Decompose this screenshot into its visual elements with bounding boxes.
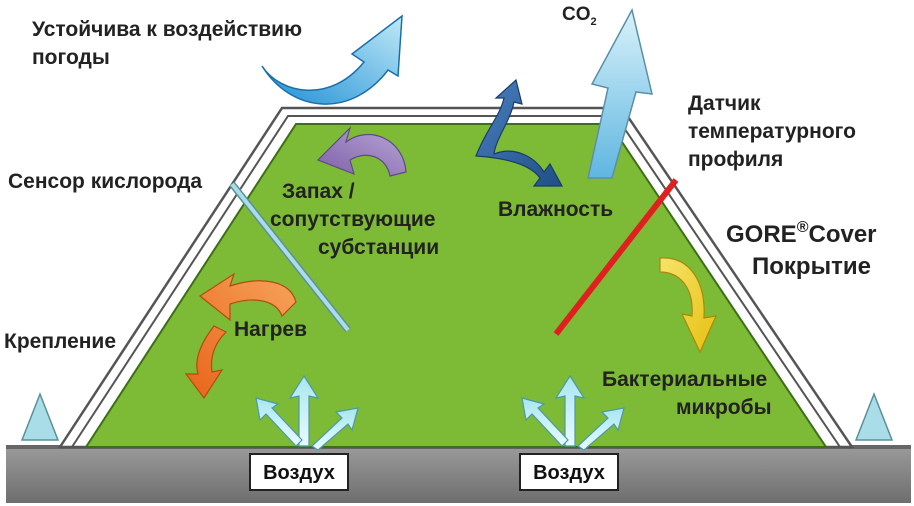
moisture-arrow [475,78,564,187]
weather-label-line1: Устойчива к воздействию [32,18,302,41]
odor-label-line2: сопутствующие [270,208,435,231]
air-arrows-right [521,374,625,451]
anchor-label: Крепление [4,330,116,353]
gore-cover-inner-line [71,115,841,448]
temperature-sensor-probe [553,178,679,336]
bacteria-label-line1: Бактериальные [602,368,767,391]
co2-label: CO2 [562,4,597,28]
anchor-right [854,391,894,441]
gore-coating-label: Покрытие [752,253,871,280]
oxygen-sensor-probe-fill [230,182,350,332]
bacteria-arrow [659,257,718,354]
heat-label: Нагрев [234,318,307,341]
anchor-left [20,391,60,441]
weather-label-line2: погоды [32,46,110,69]
odor-label-line3: субстанции [318,236,439,259]
odor-label-line1: Запах / [282,180,355,203]
air-label-left: Воздух [263,462,335,484]
temperature-sensor-label-line1: Датчик [688,92,761,115]
weather-resistance-arrow [261,14,403,105]
ground [6,447,911,503]
temperature-sensor-label-line2: температурного [688,120,856,143]
temperature-sensor-label-line3: профиля [688,148,783,171]
air-box-right [519,453,619,491]
air-box-left [249,453,349,491]
heat-arrow [184,272,297,400]
oxygen-sensor-label: Сенсор кислорода [8,170,202,193]
gore-cover-label: GORE®Cover [726,219,877,248]
co2-arrow [587,7,653,179]
bacteria-label-line2: микробы [676,396,772,419]
air-label-right: Воздух [533,462,605,484]
moisture-label: Влажность [498,198,613,221]
air-arrows-left [255,374,359,451]
odor-arrow [316,125,407,177]
